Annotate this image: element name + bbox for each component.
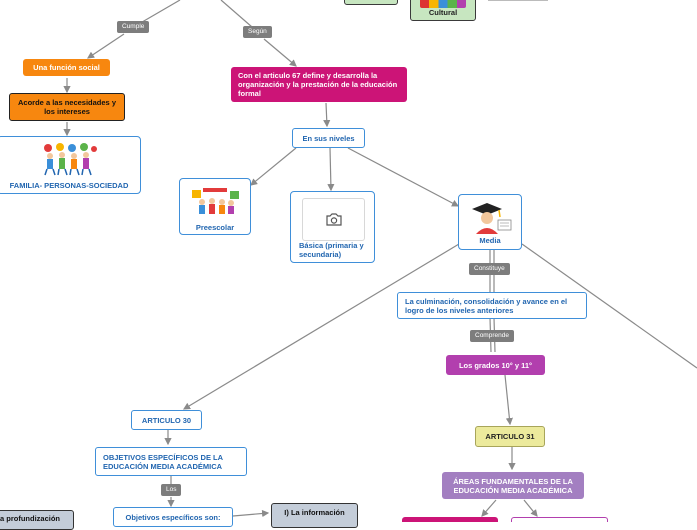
- familia-node[interactable]: FAMILIA- PERSONAS-SOCIEDAD: [0, 136, 141, 194]
- basica-node[interactable]: Básica (primaria y secundaria): [290, 191, 375, 263]
- media-node[interactable]: Media: [458, 194, 522, 250]
- cumple-label: Cumple: [117, 21, 150, 33]
- segun-label: Según: [243, 26, 272, 38]
- profundizacion-node[interactable]: a profundización: [0, 510, 74, 530]
- partial-green-node[interactable]: [344, 0, 398, 5]
- preescolar-node[interactable]: Preescolar: [179, 178, 251, 235]
- familia-node-label: FAMILIA- PERSONAS-SOCIEDAD: [9, 181, 129, 190]
- culture-image-icon: [420, 0, 466, 8]
- constituye-label: Constituye: [469, 263, 510, 275]
- objetivos-node[interactable]: OBJETIVOS ESPECÍFICOS DE LA EDUCACIÓN ME…: [95, 447, 247, 476]
- areas-node[interactable]: ÁREAS FUNDAMENTALES DE LA EDUCACIÓN MEDI…: [442, 472, 584, 499]
- niveles-node[interactable]: En sus niveles: [292, 128, 365, 148]
- preschool-kids-icon: [192, 188, 239, 214]
- graduate-student-icon: [472, 203, 512, 234]
- culminacion-node[interactable]: La culminación, consolidación y avance e…: [397, 292, 587, 319]
- necesidades-node[interactable]: Acorde a las necesidades y los intereses: [9, 93, 125, 121]
- comprende-label: Comprende: [470, 330, 514, 342]
- articulo30-node[interactable]: ARTICULO 30: [131, 410, 202, 430]
- partial-divider: [488, 0, 548, 1]
- funcion-social-node[interactable]: Una función social: [23, 59, 110, 76]
- objetivos-son-node[interactable]: Objetivos específicos son:: [113, 507, 233, 527]
- articulo31-node[interactable]: ARTICULO 31: [475, 426, 545, 447]
- los-label: Los: [161, 484, 182, 496]
- articulo67-node[interactable]: Con el articulo 67 define y desarrolla l…: [231, 67, 407, 102]
- media-node-label: Media: [479, 236, 501, 245]
- basica-node-label: Básica (primaria y secundaria): [299, 241, 364, 259]
- grados-node[interactable]: Los grados 10° y 11°: [446, 355, 545, 375]
- camera-icon: [325, 213, 342, 226]
- family-group-icon: [44, 143, 97, 176]
- image-placeholder: [302, 198, 365, 241]
- informacion-node[interactable]: I) La información: [271, 503, 358, 528]
- preescolar-node-label: Preescolar: [195, 223, 235, 232]
- cultural-node-label: Cultural: [428, 8, 458, 17]
